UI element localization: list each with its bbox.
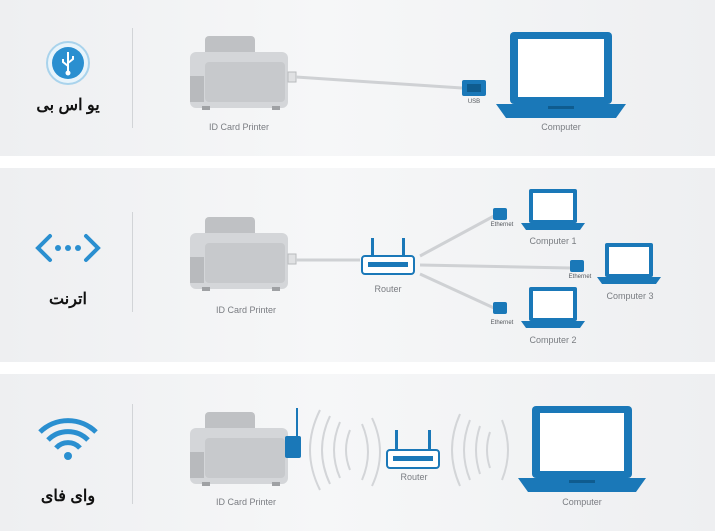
wifi-panel: وای فای ID Card Printer Router Computer	[0, 374, 715, 531]
wifi-diagram	[38, 406, 646, 492]
usb-icon	[46, 41, 90, 85]
ethernet-port-icon	[493, 208, 507, 220]
usb-connector-label: USB	[467, 99, 481, 105]
ethernet-port-icon	[570, 260, 584, 272]
wifi-title: وای فای	[40, 488, 96, 505]
ethernet-cable-2	[419, 272, 495, 310]
usb-title: یو اس بی	[36, 97, 100, 114]
id-card-printer	[190, 412, 288, 486]
computer-3-laptop	[597, 243, 661, 284]
wireless-signal-right	[451, 413, 509, 487]
computer-caption: Computer	[541, 122, 581, 132]
usb-diagram	[46, 32, 626, 118]
computer-1-caption: Computer 1	[529, 236, 577, 246]
ethernet-port-label: Ethernet	[490, 222, 514, 228]
ethernet-icon	[35, 234, 101, 262]
ethernet-port-label: Ethernet	[568, 274, 592, 280]
computer-2-laptop	[521, 287, 585, 328]
router	[386, 430, 440, 469]
computer-2-caption: Computer 2	[529, 335, 577, 345]
printer-caption: ID Card Printer	[215, 305, 277, 315]
ethernet-cable-3	[419, 263, 571, 270]
usb-panel: یو اس بی ID Card Printer USB Computer	[0, 0, 715, 156]
ethernet-panel: اترنت ID Card Printer Router Ethernet Et…	[0, 168, 715, 362]
router-caption: Router	[400, 472, 428, 482]
computer-1-laptop	[521, 189, 585, 230]
usb-cable	[295, 75, 463, 90]
id-card-printer	[190, 217, 297, 291]
router-caption: Router	[374, 284, 402, 294]
printer-caption: ID Card Printer	[215, 497, 277, 507]
computer-3-caption: Computer 3	[606, 291, 654, 301]
computer-laptop	[518, 406, 646, 492]
wifi-icon	[38, 418, 98, 460]
ethernet-diagram	[35, 189, 661, 328]
wifi-module-icon	[285, 408, 301, 458]
panel-divider	[132, 212, 133, 312]
id-card-printer	[190, 36, 297, 110]
ethernet-title: اترنت	[49, 291, 87, 308]
computer-caption: Computer	[562, 497, 602, 507]
router	[361, 238, 415, 275]
panel-divider	[132, 28, 133, 128]
computer-laptop	[496, 32, 626, 118]
usb-connector-icon	[462, 80, 486, 96]
printer-caption: ID Card Printer	[208, 122, 270, 132]
ethernet-port-icon	[493, 302, 507, 314]
ethernet-port-label: Ethernet	[490, 320, 514, 326]
wireless-signal-left	[309, 409, 381, 491]
panel-divider	[132, 404, 133, 504]
ethernet-cable-1	[419, 214, 495, 258]
